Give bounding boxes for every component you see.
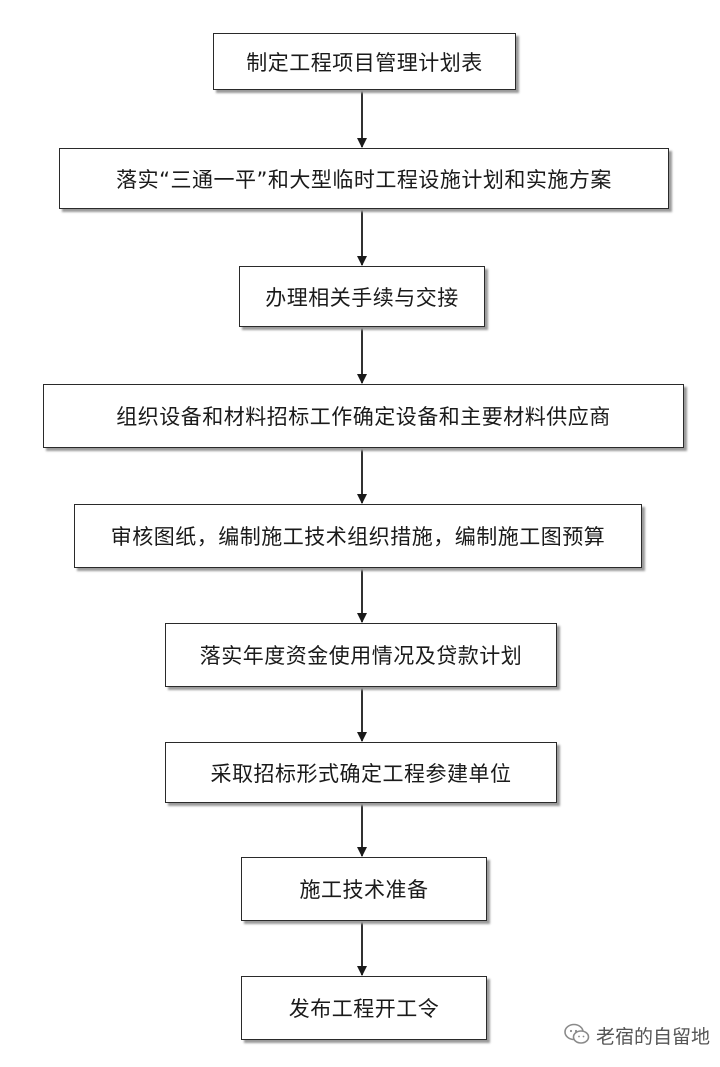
watermark-text: 老宿的自留地: [596, 1026, 711, 1048]
step-label-9: 发布工程开工令: [288, 997, 440, 1021]
watermark: 老宿的自留地: [564, 1022, 710, 1049]
step-box-9: 发布工程开工令: [241, 976, 487, 1040]
step-label-6: 落实年度资金使用情况及贷款计划: [199, 644, 523, 668]
step-label-1: 制定工程项目管理计划表: [246, 50, 483, 75]
step-box-2: 落实“三通一平”和大型临时工程设施计划和实施方案: [59, 148, 669, 209]
step-label-3: 办理相关手续与交接: [265, 285, 459, 310]
step-box-7: 采取招标形式确定工程参建单位: [165, 742, 557, 803]
step-box-6: 落实年度资金使用情况及贷款计划: [165, 623, 557, 687]
step-label-7: 采取招标形式确定工程参建单位: [210, 761, 512, 786]
step-label-2: 落实“三通一平”和大型临时工程设施计划和实施方案: [116, 167, 612, 192]
step-box-3: 办理相关手续与交接: [239, 266, 485, 327]
step-box-4: 组织设备和材料招标工作确定设备和主要材料供应商: [43, 384, 684, 448]
step-box-5: 审核图纸，编制施工技术组织措施，编制施工图预算: [74, 504, 642, 568]
step-label-8: 施工技术准备: [299, 878, 429, 902]
step-label-5: 审核图纸，编制施工技术组织措施，编制施工图预算: [110, 525, 606, 549]
step-box-1: 制定工程项目管理计划表: [213, 33, 516, 90]
wechat-icon: [564, 1023, 590, 1049]
step-label-4: 组织设备和材料招标工作确定设备和主要材料供应商: [116, 405, 611, 429]
step-box-8: 施工技术准备: [241, 857, 487, 921]
